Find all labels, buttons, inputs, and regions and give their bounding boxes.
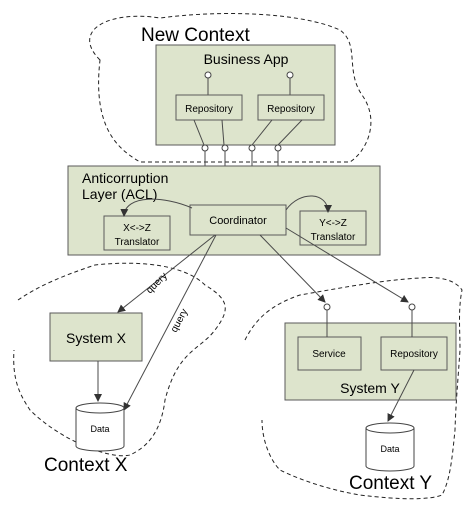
service-label: Service bbox=[312, 349, 346, 360]
context-x-boundary bbox=[13, 262, 226, 457]
repo-left-interface-icon bbox=[204, 71, 212, 79]
business-app-title: Business App bbox=[204, 51, 289, 67]
connector-3 bbox=[251, 119, 273, 146]
repository-left-label: Repository bbox=[185, 104, 233, 115]
translator-yz-line1: Y<->Z bbox=[319, 218, 347, 229]
coord-to-yz-arrow bbox=[285, 195, 332, 213]
socket-1-icon bbox=[201, 144, 209, 152]
coord-to-service-arrow bbox=[259, 234, 326, 303]
data-y-label: Data bbox=[380, 444, 399, 454]
socket-3-icon bbox=[248, 144, 256, 152]
query-label-2: query bbox=[169, 307, 190, 334]
repository-left-box[interactable] bbox=[175, 94, 243, 121]
coord-to-xz-arrow bbox=[120, 198, 193, 217]
new-context-boundary bbox=[89, 13, 372, 163]
coordinator-box[interactable] bbox=[189, 204, 287, 236]
system-x-box[interactable] bbox=[49, 312, 143, 362]
translator-yz-box[interactable] bbox=[299, 210, 367, 246]
system-y-title: System Y bbox=[340, 380, 400, 396]
query-to-system-x-arrow bbox=[117, 234, 216, 313]
data-store-x-icon bbox=[75, 402, 125, 452]
query-to-data-x-arrow bbox=[123, 234, 217, 411]
repository-y-to-data-arrow bbox=[387, 369, 415, 422]
context-x-title: Context X bbox=[44, 455, 128, 476]
context-y-title: Context Y bbox=[349, 473, 432, 494]
connector-2 bbox=[221, 119, 225, 146]
socket-2-icon bbox=[221, 144, 229, 152]
service-interface-icon bbox=[323, 303, 331, 311]
repository-right-label: Repository bbox=[267, 104, 315, 115]
coordinator-label: Coordinator bbox=[209, 215, 267, 227]
coord-to-repository-y-arrow bbox=[285, 227, 409, 303]
translator-xz-box[interactable] bbox=[103, 215, 171, 251]
connector-1 bbox=[193, 119, 205, 146]
translator-xz-line1: X<->Z bbox=[123, 223, 151, 234]
data-x-label: Data bbox=[90, 424, 109, 434]
system-x-title: System X bbox=[66, 330, 127, 346]
repo-right-interface-icon bbox=[286, 71, 294, 79]
connector-4 bbox=[277, 119, 303, 146]
acl-title-line1: Anticorruption bbox=[82, 170, 168, 186]
socket-4-icon bbox=[274, 144, 282, 152]
new-context-title: New Context bbox=[141, 25, 250, 46]
translator-xz-line2: Translator bbox=[115, 237, 160, 248]
repository-right-box[interactable] bbox=[257, 94, 325, 121]
context-y-boundary bbox=[244, 277, 463, 500]
repository-y-interface-icon bbox=[408, 303, 416, 311]
acl-title-line2: Layer (ACL) bbox=[82, 186, 157, 202]
translator-yz-line2: Translator bbox=[311, 232, 356, 243]
data-store-y-icon bbox=[365, 422, 415, 472]
service-box[interactable] bbox=[297, 336, 362, 371]
repository-y-label: Repository bbox=[390, 349, 438, 360]
